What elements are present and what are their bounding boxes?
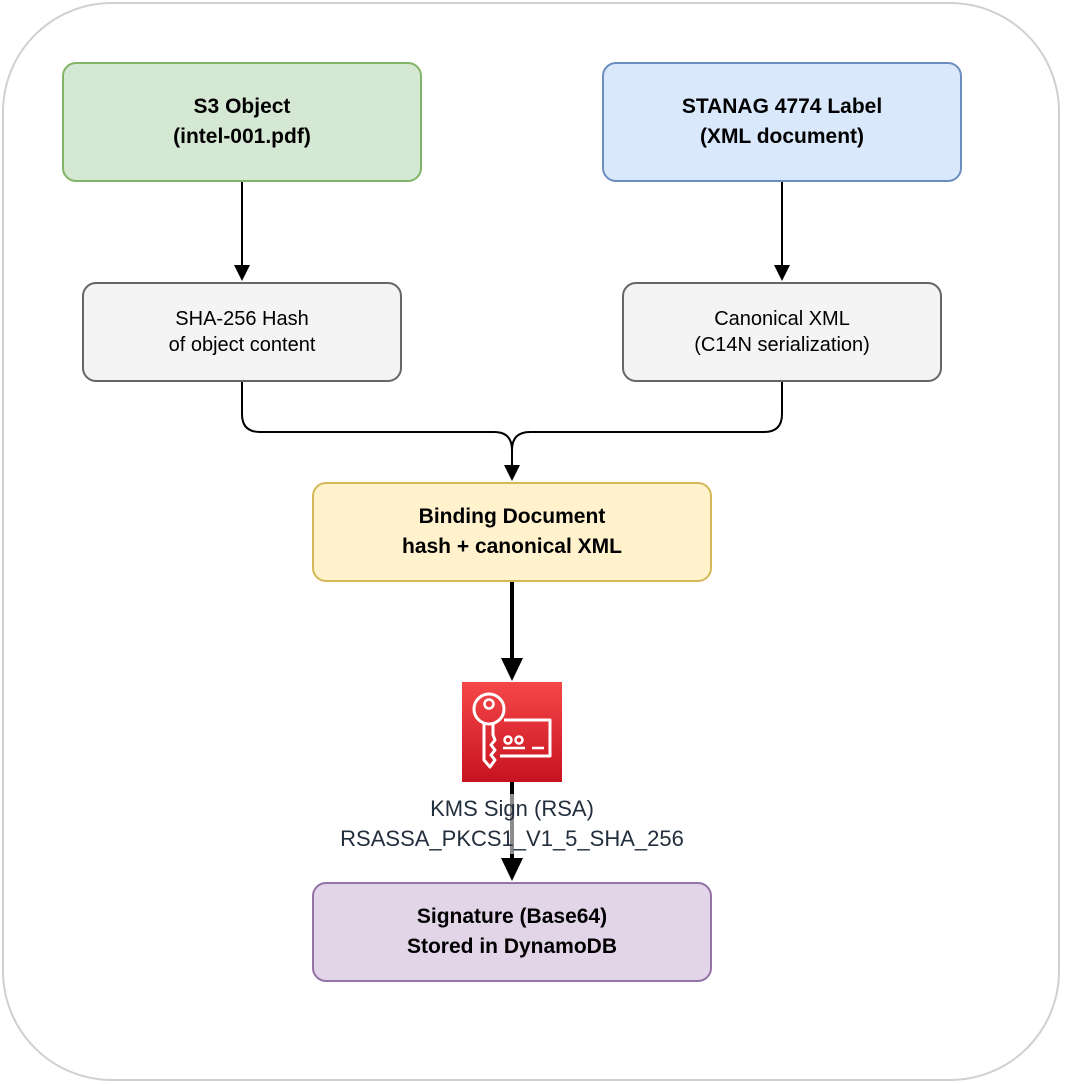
signature-title: Signature (Base64) <box>416 905 608 928</box>
arrowhead-stanag-to-canonical <box>774 265 790 281</box>
edge-hash-to-binding <box>241 382 513 466</box>
kms-sign-label: KMS Sign (RSA) RSASSA_PKCS1_V1_5_SHA_256 <box>262 794 762 854</box>
canonical-xml-subtitle: (C14N serialization) <box>694 334 870 356</box>
sha-hash-subtitle: of object content <box>168 334 316 356</box>
signature-node[interactable]: Signature (Base64) Stored in DynamoDB <box>312 882 712 982</box>
edge-canonical-to-binding <box>511 382 783 466</box>
s3-object-subtitle: (intel-001.pdf) <box>173 125 311 148</box>
sha-hash-node[interactable]: SHA-256 Hash of object content <box>82 282 402 382</box>
kms-sign-title: KMS Sign (RSA) <box>428 794 596 824</box>
binding-document-subtitle: hash + canonical XML <box>402 535 622 558</box>
canonical-xml-node[interactable]: Canonical XML (C14N serialization) <box>622 282 942 382</box>
arrowhead-into-binding <box>504 465 520 481</box>
stanag-label-title: STANAG 4774 Label <box>681 95 883 118</box>
arrowhead-into-kms <box>501 658 523 681</box>
stanag-label-node[interactable]: STANAG 4774 Label (XML document) <box>602 62 962 182</box>
canonical-xml-title: Canonical XML <box>714 308 850 330</box>
arrowhead-into-signature <box>501 858 523 881</box>
sha-hash-title: SHA-256 Hash <box>175 308 309 330</box>
stanag-label-subtitle: (XML document) <box>699 125 865 148</box>
kms-sign-node[interactable] <box>462 682 562 782</box>
arrowhead-s3-to-hash <box>234 265 250 281</box>
binding-document-title: Binding Document <box>418 505 606 528</box>
kms-sign-algorithm: RSASSA_PKCS1_V1_5_SHA_256 <box>338 824 686 854</box>
signature-subtitle: Stored in DynamoDB <box>406 935 618 958</box>
binding-document-node[interactable]: Binding Document hash + canonical XML <box>312 482 712 582</box>
kms-key-icon <box>462 682 562 782</box>
s3-object-node[interactable]: S3 Object (intel-001.pdf) <box>62 62 422 182</box>
s3-object-title: S3 Object <box>193 95 291 118</box>
